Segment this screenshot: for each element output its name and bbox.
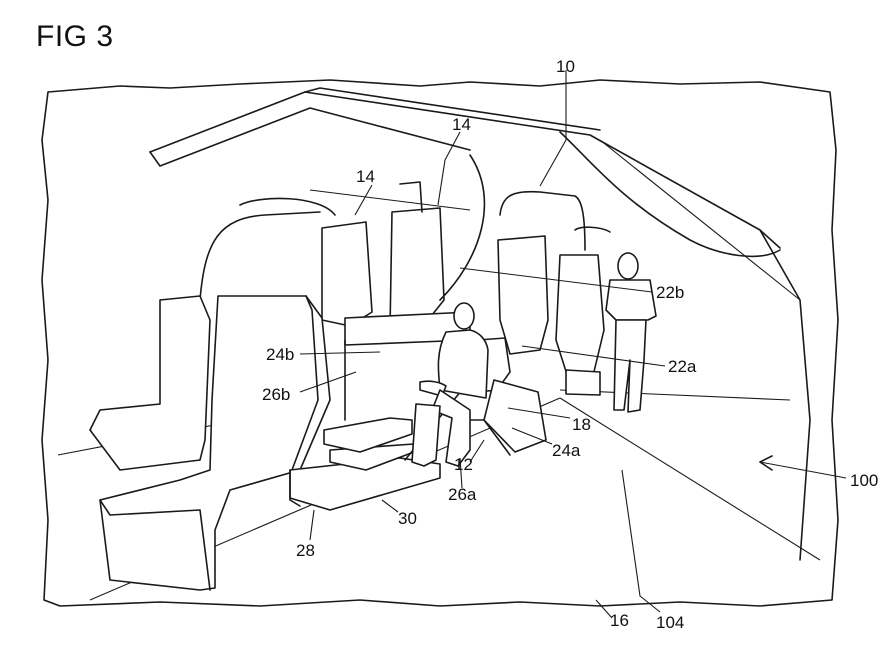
reference-labels: 10 14 14 22b 24b 22a 26b 18 24a 12 26a 1…: [262, 57, 878, 632]
label-14-left: 14: [356, 167, 375, 186]
leader-lines: [299, 70, 847, 619]
label-24a: 24a: [552, 441, 581, 460]
label-16: 16: [610, 611, 629, 630]
front-seat-right: [99, 295, 331, 591]
label-22b: 22b: [656, 283, 684, 302]
arrow-100: [759, 455, 773, 471]
label-18: 18: [572, 415, 591, 434]
label-12: 12: [454, 455, 473, 474]
label-10: 10: [556, 57, 575, 76]
standing-passenger: [605, 252, 657, 413]
label-100: 100: [850, 471, 878, 490]
cutaway-border: [41, 79, 839, 607]
overhead-ceiling: [149, 87, 811, 561]
label-14-right: 14: [452, 115, 471, 134]
label-30: 30: [398, 509, 417, 528]
front-seat-left: [89, 295, 211, 471]
label-104: 104: [656, 613, 684, 632]
label-22a: 22a: [668, 357, 697, 376]
label-26a: 26a: [448, 485, 477, 504]
figure-title: FIG 3: [36, 20, 114, 53]
label-26b: 26b: [262, 385, 290, 404]
rear-seat-row: [497, 235, 605, 396]
upper-deck-seats: [321, 154, 486, 346]
seated-passenger: [411, 302, 489, 467]
label-24b: 24b: [266, 345, 294, 364]
label-28: 28: [296, 541, 315, 560]
step-module: [289, 339, 471, 511]
